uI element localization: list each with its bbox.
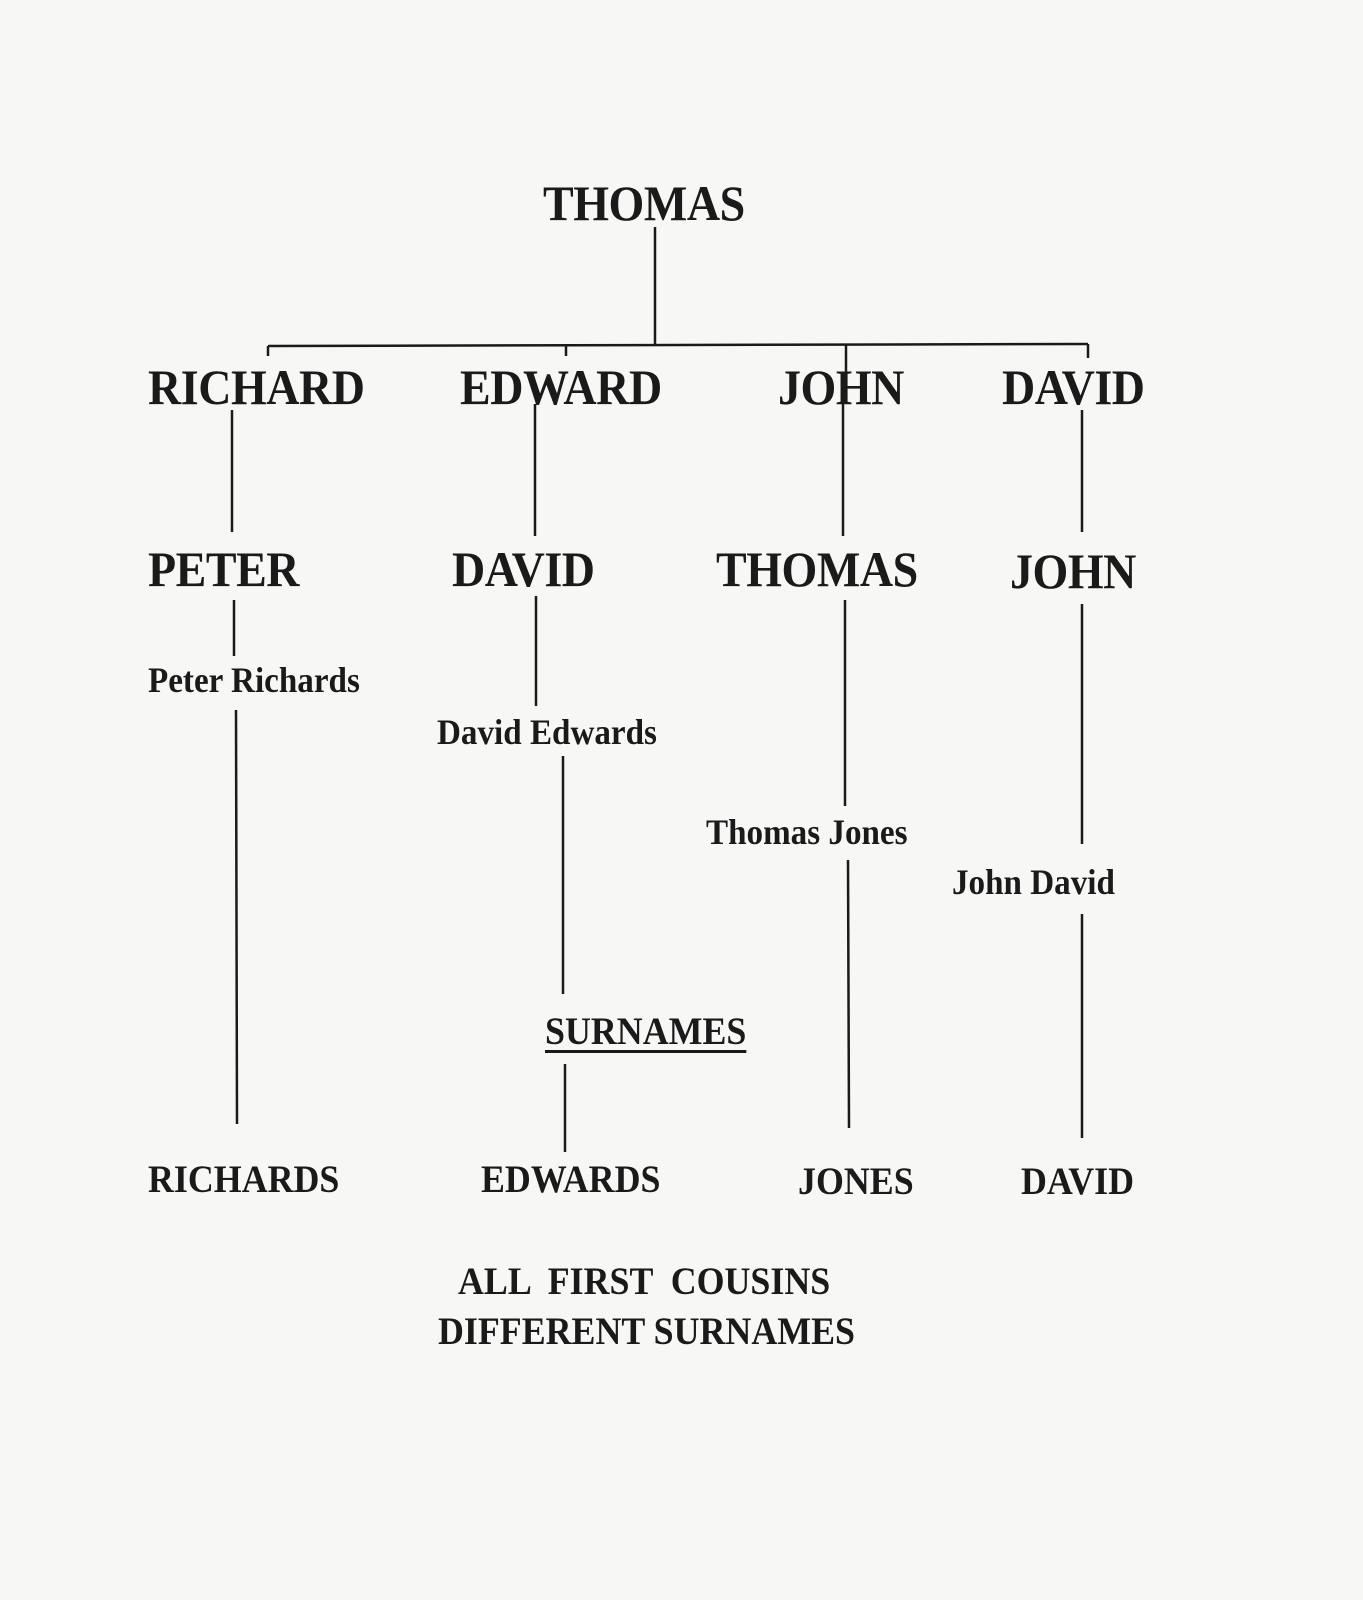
fullname-john-david: John David: [952, 862, 1115, 902]
surname-david: DAVID: [1021, 1160, 1134, 1203]
surnames-heading: SURNAMES: [545, 1010, 747, 1053]
root-ancestor: THOMAS: [543, 175, 745, 231]
gen2-david: DAVID: [452, 541, 595, 597]
surname-richards: RICHARDS: [148, 1158, 340, 1201]
fullname-peter-richards: Peter Richards: [148, 660, 360, 700]
fullname-thomas-jones: Thomas Jones: [706, 812, 908, 852]
gen1-richard: RICHARD: [148, 359, 365, 415]
fullname-david-edwards: David Edwards: [437, 712, 657, 752]
surname-edwards: EDWARDS: [481, 1158, 661, 1201]
gen1-edward: EDWARD: [460, 359, 662, 415]
gen1-john: JOHN: [778, 359, 904, 415]
footer-line-1: ALL FIRST COUSINS: [458, 1260, 831, 1303]
surname-jones: JONES: [798, 1160, 914, 1203]
gen1-david: DAVID: [1002, 359, 1145, 415]
footer-line-2: DIFFERENT SURNAMES: [438, 1310, 856, 1353]
gen2-peter: PETER: [148, 541, 300, 597]
gen2-john: JOHN: [1010, 543, 1136, 599]
gen2-thomas: THOMAS: [716, 541, 918, 597]
